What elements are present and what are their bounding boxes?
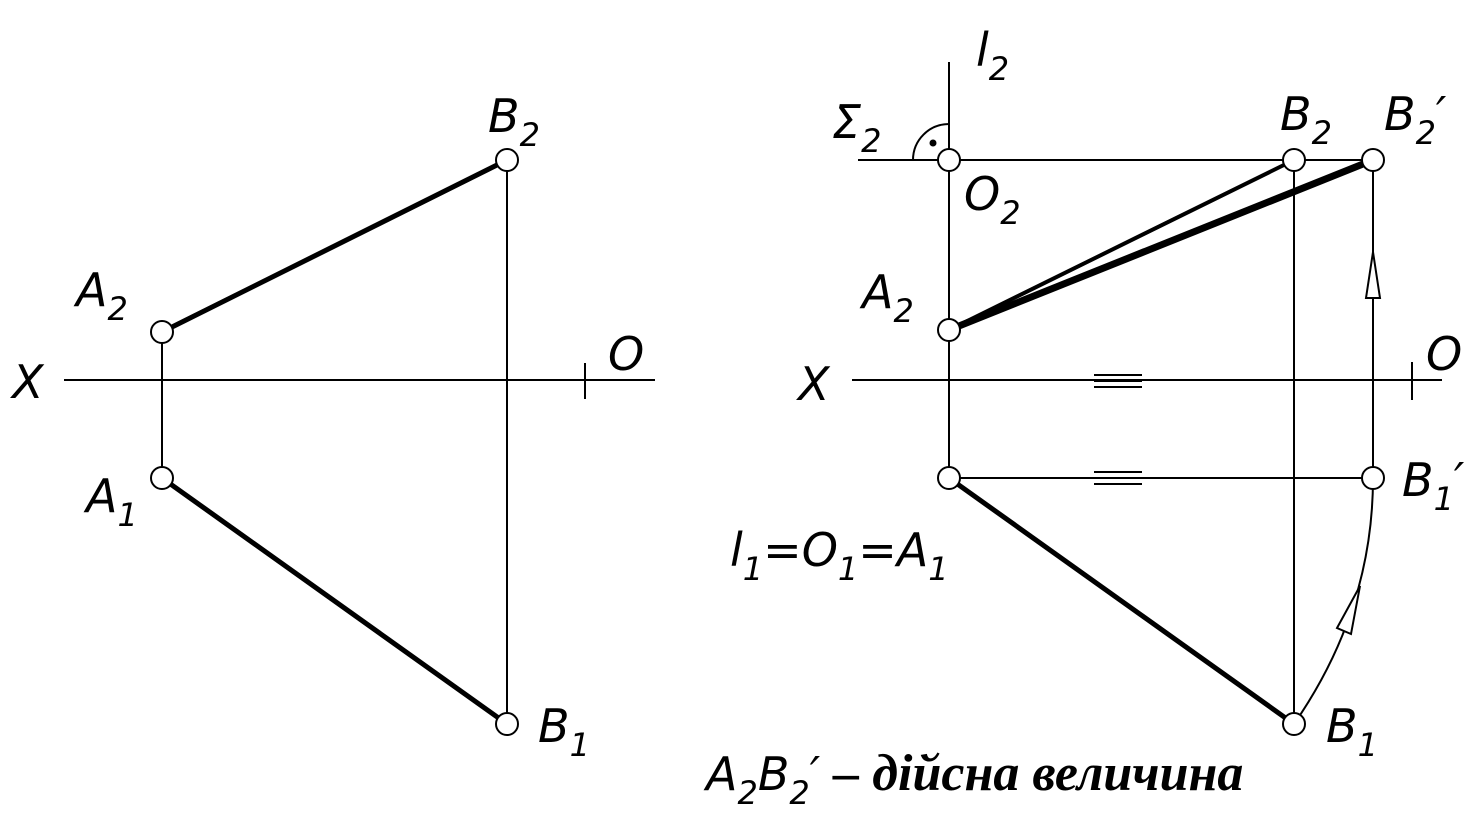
right-point-a1 bbox=[937, 466, 961, 490]
label-b1-prime: B1′ bbox=[1402, 453, 1465, 518]
left-label-a2: A2 bbox=[73, 263, 128, 328]
right-epure bbox=[852, 62, 1442, 736]
point-b1-prime bbox=[1361, 466, 1385, 490]
left-segment-a2b2 bbox=[160, 157, 509, 335]
left-segment-a1b1 bbox=[160, 475, 509, 727]
left-point-a2 bbox=[150, 320, 174, 344]
left-x-label: X bbox=[10, 355, 45, 409]
point-b2-prime bbox=[1361, 148, 1385, 172]
right-segment-a1b1 bbox=[947, 475, 1296, 727]
label-l1-o1-a1: l1=O1=A1 bbox=[730, 523, 949, 588]
caption-true-length: A2B2′ – дійсна величина bbox=[703, 745, 1243, 812]
label-b2-prime: B2′ bbox=[1384, 87, 1447, 152]
left-point-b2 bbox=[495, 148, 519, 172]
right-point-b1 bbox=[1282, 712, 1306, 736]
left-label-b2: B2 bbox=[488, 89, 540, 154]
rotation-arc bbox=[1293, 477, 1374, 725]
right-angle-arc bbox=[912, 123, 950, 161]
right-label-b1: B1 bbox=[1326, 699, 1378, 764]
right-point-a2 bbox=[937, 318, 961, 342]
left-o-label: O bbox=[608, 327, 644, 381]
label-l2: l2 bbox=[976, 23, 1009, 88]
true-length-segment-a2b2p bbox=[947, 156, 1375, 334]
arrow-up-icon bbox=[1364, 251, 1382, 299]
label-o2: O2 bbox=[964, 167, 1021, 232]
right-label-a2: A2 bbox=[859, 265, 914, 330]
right-o-label: O bbox=[1426, 327, 1462, 381]
point-o2 bbox=[937, 148, 961, 172]
right-angle-dot bbox=[929, 139, 937, 147]
left-epure bbox=[64, 148, 655, 736]
right-label-b2: B2 bbox=[1280, 87, 1332, 152]
left-label-b1: B1 bbox=[538, 699, 590, 764]
right-segment-a2b2 bbox=[948, 158, 1295, 332]
arc-arrow-icon bbox=[1335, 585, 1361, 636]
right-x-label: X bbox=[796, 357, 831, 411]
left-point-b1 bbox=[495, 712, 519, 736]
right-point-b2 bbox=[1282, 148, 1306, 172]
label-sigma2: Σ2 bbox=[832, 95, 881, 160]
left-point-a1 bbox=[150, 466, 174, 490]
left-label-a1: A1 bbox=[83, 469, 138, 534]
